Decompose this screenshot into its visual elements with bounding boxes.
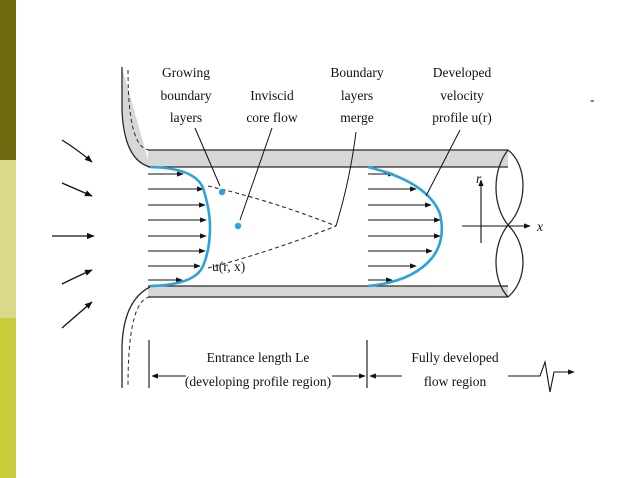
svg-text:flow region: flow region [424,374,487,389]
developed-profile-arrows [368,171,441,283]
svg-text:velocity: velocity [440,88,484,103]
bell-mouth-bottom [121,286,151,388]
developed-velocity-profile [367,165,444,288]
svg-text:Growing: Growing [162,65,210,80]
svg-text:boundary: boundary [161,88,212,103]
pipe-top-wall [148,150,508,167]
core-flow-dot [234,222,242,230]
svg-text:Developed: Developed [433,65,492,80]
label-entrance-length: Entrance length Le (developing profile r… [185,350,331,389]
svg-text:Entrance length Le: Entrance length Le [207,350,310,365]
svg-text:profile u(r): profile u(r) [432,110,492,125]
axis-x-label: x [536,219,543,234]
svg-text:merge: merge [340,110,374,125]
svg-text:Boundary: Boundary [330,65,383,80]
svg-text:Inviscid: Inviscid [250,88,294,103]
slide-bar-middle [0,160,16,318]
stray-dash-mark: - [590,92,595,107]
pipe-end-cut [495,149,524,298]
label-growing-boundary-layers: Growing boundary layers [161,65,212,125]
label-inviscid-core-flow: Inviscid core flow [246,88,298,125]
axis-r-label: r [476,171,482,186]
coordinate-axes [462,179,531,243]
leader-merge [335,131,357,227]
svg-text:core flow: core flow [246,110,298,125]
boundary-layer-edge-top [207,185,337,227]
incoming-flow-arrows [52,139,95,329]
svg-text:layers: layers [341,88,373,103]
label-developed-velocity-profile: Developed velocity profile u(r) [432,65,492,125]
svg-text:Fully developed: Fully developed [411,350,499,365]
leader-developed [425,129,461,197]
leader-inviscid [239,127,273,221]
boundary-layer-edge-bottom [207,225,337,269]
developing-profile-arrows [148,171,207,283]
slide-bar-bottom [0,318,16,478]
pipe-break-symbol [508,359,575,393]
boundary-layer-dot [218,188,226,196]
svg-text:layers: layers [170,110,202,125]
label-fully-developed: Fully developed flow region [411,350,499,389]
developing-velocity-profile [149,165,212,288]
label-boundary-layers-merge: Boundary layers merge [330,65,383,125]
leader-growing [194,127,221,187]
bell-mouth-top [121,67,151,168]
svg-text:(developing profile region): (developing profile region) [185,374,331,389]
slide-bar-top [0,0,16,160]
pipe-bottom-wall [148,286,508,297]
label-u-r-x: u(r, x) [212,259,245,274]
